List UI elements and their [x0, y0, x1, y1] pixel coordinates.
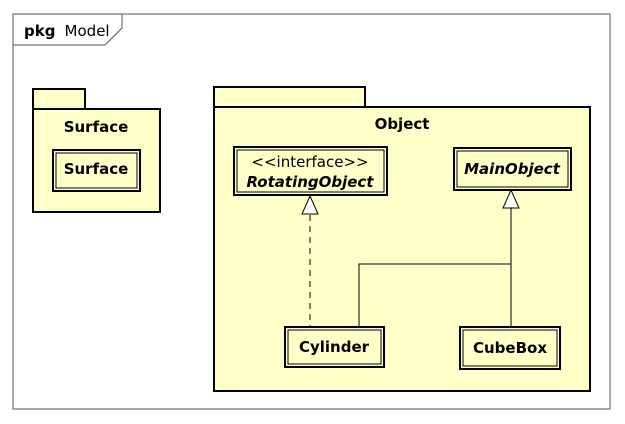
- class-cubebox-name: CubeBox: [473, 339, 547, 357]
- package-object-tab: [213, 86, 366, 108]
- class-cubebox-box: [459, 326, 561, 370]
- package-surface-tab: [32, 88, 86, 110]
- generalization-line-cylinder-mainobject: [358, 263, 511, 327]
- frame-title-tab: [13, 14, 123, 46]
- package-surface[interactable]: Surface Surface: [32, 88, 161, 213]
- package-surface-name: Surface: [64, 118, 129, 136]
- class-cylinder-name: Cylinder: [299, 338, 370, 356]
- class-cylinder-box: [284, 326, 385, 368]
- class-main-object-inner-border: [456, 150, 569, 188]
- class-surface-name: Surface: [64, 160, 129, 178]
- realization-arrowhead: [301, 194, 319, 215]
- class-main-object[interactable]: MainObject: [453, 147, 572, 191]
- frame-name: Model: [65, 22, 110, 40]
- frame-title: pkg Model: [24, 21, 110, 40]
- class-surface-box: [52, 149, 141, 192]
- class-main-object-box: [453, 147, 572, 191]
- class-cylinder[interactable]: Cylinder: [284, 326, 385, 368]
- class-rotating-object-stereotype: <<interface>>: [251, 153, 368, 171]
- class-cubebox[interactable]: CubeBox: [459, 326, 561, 370]
- package-object[interactable]: Object <<interface>> RotatingObject Main…: [213, 86, 591, 392]
- generalization-arrowhead: [502, 188, 520, 209]
- package-object-name: Object: [375, 115, 430, 133]
- class-main-object-name: MainObject: [464, 160, 561, 178]
- class-surface[interactable]: Surface: [52, 149, 141, 192]
- class-cubebox-inner-border: [462, 329, 558, 367]
- class-rotating-object-box: [233, 146, 388, 196]
- class-surface-inner-border: [55, 152, 138, 189]
- class-rotating-object-inner-border: [236, 149, 385, 193]
- class-rotating-object-name: RotatingObject: [247, 173, 375, 191]
- class-cylinder-inner-border: [287, 329, 382, 365]
- class-rotating-object[interactable]: <<interface>> RotatingObject: [233, 146, 388, 196]
- frame-keyword: pkg: [24, 22, 55, 40]
